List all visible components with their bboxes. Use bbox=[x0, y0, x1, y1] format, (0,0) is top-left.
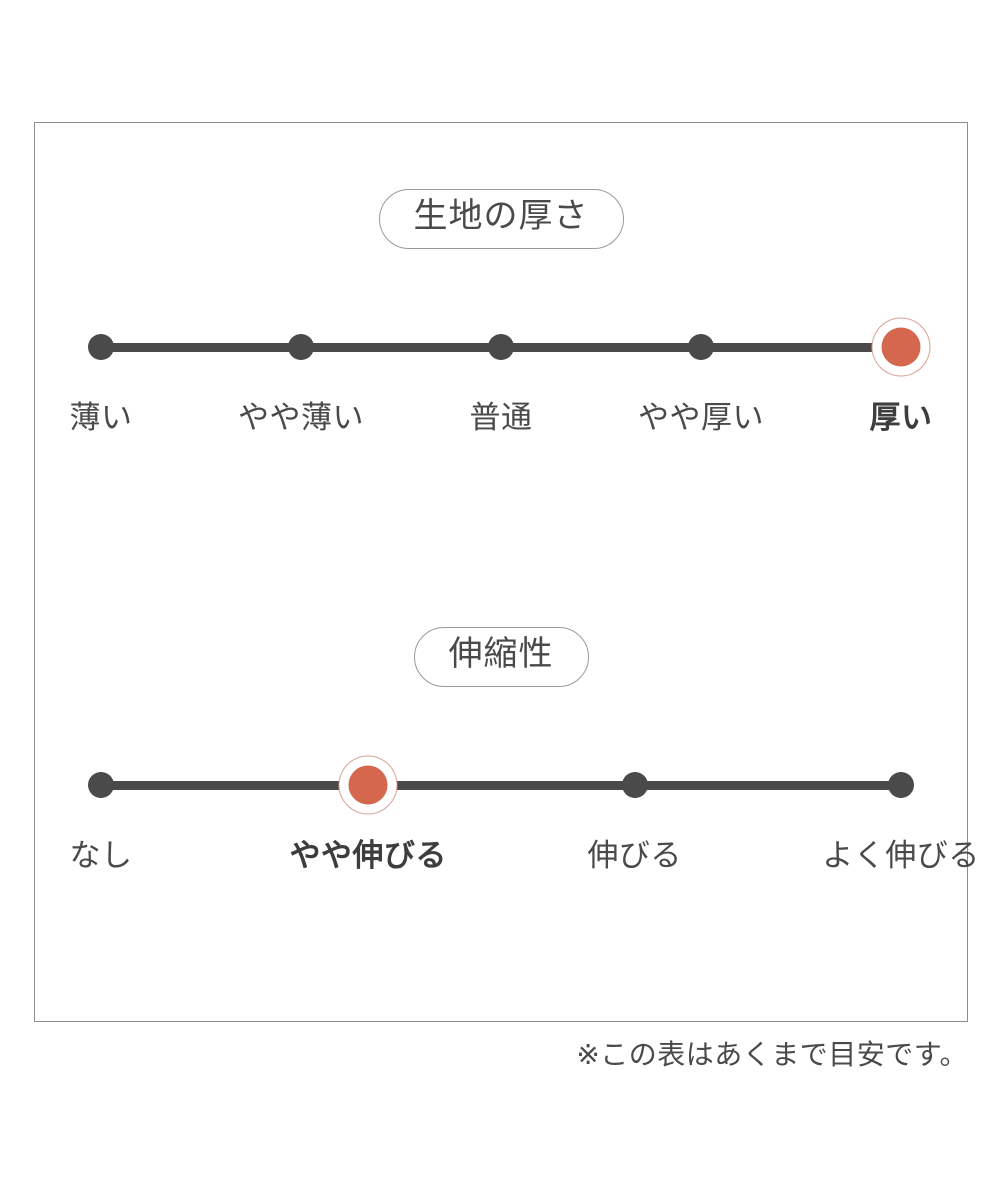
scale-dot-thickness-3[interactable] bbox=[688, 334, 714, 361]
scale-dot-thickness-0[interactable] bbox=[88, 334, 114, 361]
heading-row-thickness: 生地の厚さ bbox=[35, 189, 967, 249]
heading-pill-stretch: 伸縮性 bbox=[413, 627, 589, 687]
scale-label-thickness-4-selected: 厚い bbox=[869, 399, 933, 435]
scale-line bbox=[101, 780, 901, 790]
scale-label-thickness-3: やや厚い bbox=[638, 399, 764, 435]
scale-track-thickness bbox=[88, 317, 921, 379]
scale-label-stretch-3: よく伸びる bbox=[822, 837, 980, 873]
heading-row-stretch: 伸縮性 bbox=[35, 627, 967, 687]
scale-dot-stretch-0[interactable] bbox=[88, 772, 114, 799]
scale-dot-stretch-2[interactable] bbox=[621, 772, 648, 799]
scale-label-stretch-1-selected: やや伸びる bbox=[289, 837, 447, 873]
scale-dot-thickness-1[interactable] bbox=[288, 334, 314, 361]
scale-dot-stretch-3[interactable] bbox=[888, 772, 914, 799]
disclaimer-note: ※この表はあくまで目安です。 bbox=[576, 1039, 968, 1070]
scale-track-stretch bbox=[88, 755, 914, 817]
scale-label-stretch-0: なし bbox=[69, 837, 133, 873]
heading-pill-thickness: 生地の厚さ bbox=[378, 189, 624, 249]
scale-dot-thickness-2[interactable] bbox=[488, 334, 514, 361]
scale-label-thickness-0: 薄い bbox=[69, 399, 133, 435]
scale-label-thickness-1: やや薄い bbox=[238, 399, 364, 435]
scale-label-thickness-2: 普通 bbox=[469, 399, 533, 435]
scale-label-stretch-2: 伸びる bbox=[587, 837, 682, 873]
scale-dot-stretch-1-selected[interactable] bbox=[348, 765, 388, 805]
scale-labels-stretch: なし やや伸びる 伸びる よく伸びる bbox=[70, 837, 980, 889]
scale-dot-thickness-4-selected[interactable] bbox=[881, 327, 921, 367]
scale-section-thickness: 生地の厚さ 薄い やや薄い 普通 やや厚い 厚い bbox=[35, 189, 967, 451]
scale-labels-thickness: 薄い やや薄い 普通 やや厚い 厚い bbox=[70, 399, 933, 451]
spec-chart-frame: 生地の厚さ 薄い やや薄い 普通 やや厚い 厚い 伸縮性 bbox=[34, 122, 980, 1022]
scale-section-stretch: 伸縮性 なし やや伸びる 伸びる よく伸びる bbox=[35, 627, 980, 889]
